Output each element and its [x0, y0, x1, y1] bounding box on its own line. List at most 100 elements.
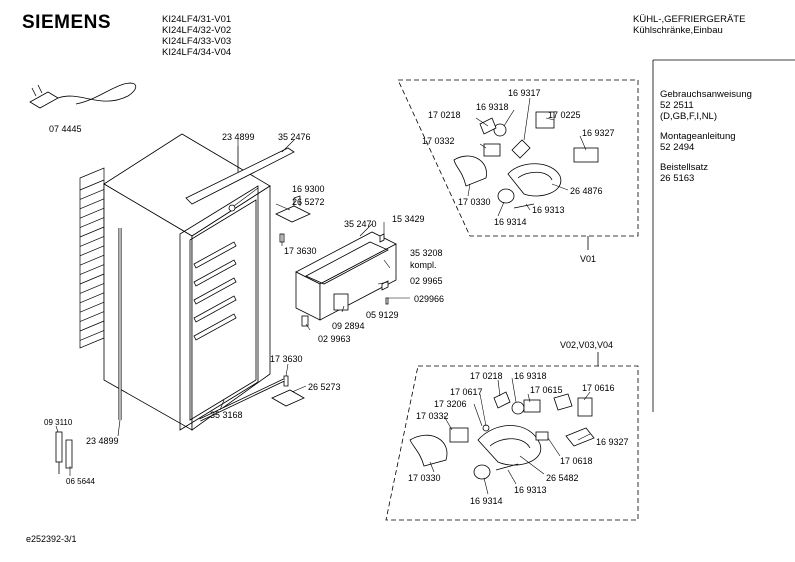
kit-label: Beistellsatz [660, 162, 709, 173]
model-number: KI24LF4/32-V02 [162, 25, 232, 36]
lower-hinge [271, 375, 305, 407]
part-label: 17 0332 [416, 411, 449, 421]
coil-line [79, 236, 105, 247]
part-label: 17 3206 [434, 399, 467, 409]
manual-label: Gebrauchsanweisung [660, 89, 752, 100]
coil-line [79, 245, 105, 257]
top-hinge-rail [185, 146, 295, 205]
light-assembly-v02-v04 [409, 391, 595, 480]
part-label: 17 3630 [270, 354, 303, 364]
part-label: 17 0618 [560, 456, 593, 466]
part-label: 17 0616 [582, 383, 615, 393]
part-label: 16 9318 [476, 102, 509, 112]
part-label: 17 3630 [284, 246, 317, 256]
upper-hinge [275, 195, 311, 223]
coil-line [79, 320, 105, 332]
product-category: KÜHL-,GEFRIERGERÄTE Kühlschränke,Einbau [633, 14, 745, 36]
coil-line [79, 189, 105, 200]
part-label: 26 5272 [292, 197, 325, 207]
part-label: 35 2470 [344, 219, 377, 229]
leader-lines [55, 97, 591, 495]
part-label: 23 4899 [86, 436, 119, 446]
part-label: 17 0225 [548, 110, 581, 120]
model-number: KI24LF4/33-V03 [162, 36, 232, 47]
power-cord [29, 82, 137, 109]
part-label: 35 3168 [210, 410, 243, 420]
door-panel [295, 231, 397, 327]
bottom-strip-inner [199, 379, 285, 421]
coil-line [79, 207, 105, 219]
variant-box-v02-v04 [385, 365, 639, 521]
shelf [193, 241, 237, 269]
document-list: Gebrauchsanweisung 52 2511 (D,GB,F,I,NL)… [660, 89, 752, 184]
category-line: KÜHL-,GEFRIERGERÄTE [633, 14, 746, 25]
part-label: 07 4445 [49, 124, 82, 134]
coil-line [79, 264, 105, 275]
part-label: 26 5482 [546, 473, 579, 483]
part-label: 05 9129 [366, 310, 399, 320]
light-assembly-v01 [453, 111, 599, 209]
shelf [193, 259, 237, 287]
kit-number: 26 5163 [660, 173, 695, 184]
manual-number: 52 2511 [660, 100, 694, 111]
part-label: 17 0330 [458, 197, 491, 207]
category-line: Kühlschränke,Einbau [633, 25, 723, 36]
part-label: 17 0332 [422, 136, 455, 146]
part-label: 09 3110 [44, 418, 73, 427]
part-label: 16 9313 [514, 485, 547, 495]
part-label: 17 0615 [530, 385, 563, 395]
manual-languages: (D,GB,F,I,NL) [660, 111, 718, 122]
coil-line [79, 198, 105, 210]
brand-logo: SIEMENS [22, 12, 112, 33]
wire-harness [55, 431, 73, 474]
part-label: kompl. [410, 260, 437, 270]
part-label: 06 5644 [66, 477, 95, 486]
condenser-coil [79, 167, 105, 349]
model-number: KI24LF4/31-V01 [162, 14, 232, 25]
coil-line [79, 292, 105, 304]
part-label: 17 0617 [450, 387, 483, 397]
part-label: 26 4876 [570, 186, 603, 196]
part-label: 16 9300 [292, 184, 325, 194]
coil-line [79, 311, 105, 322]
coil-line [79, 226, 105, 238]
part-label: 02 9963 [318, 334, 351, 344]
coil-line [79, 301, 105, 313]
shelf [193, 295, 237, 323]
part-label: 17 0330 [408, 473, 441, 483]
part-label: 35 3208 [410, 248, 443, 258]
fridge-cabinet [103, 133, 271, 431]
variant-box-v01 [397, 79, 639, 237]
shelf [193, 277, 237, 305]
install-number: 52 2494 [660, 142, 695, 153]
model-number: KI24LF4/34-V04 [162, 47, 232, 58]
part-label: 17 0218 [470, 371, 503, 381]
thermostat-knob [228, 204, 236, 212]
coil-line [79, 330, 105, 341]
part-label: 35 2476 [278, 132, 311, 142]
install-label: Montageanleitung [660, 131, 736, 142]
part-labels: 07 4445 23 4899 35 2476 16 9300 26 5272 … [44, 88, 629, 506]
part-label: 16 9313 [532, 205, 565, 215]
part-label: 26 5273 [308, 382, 341, 392]
coil-line [79, 179, 105, 191]
part-label: 16 9314 [470, 496, 503, 506]
part-label: 16 9318 [514, 371, 547, 381]
coil-line [79, 283, 105, 294]
part-label: 09 2894 [332, 321, 365, 331]
part-label: 02 9965 [410, 276, 443, 286]
coil-line [79, 273, 105, 285]
part-label: 16 9327 [596, 437, 629, 447]
variant-label: V01 [580, 254, 596, 264]
shelf [193, 313, 237, 341]
part-label: 23 4899 [222, 132, 255, 142]
variant-label: V02,V03,V04 [560, 340, 613, 350]
part-label: 16 9327 [582, 128, 615, 138]
part-label: 17 0218 [428, 110, 461, 120]
part-label: 15 3429 [392, 214, 425, 224]
part-label: 029966 [414, 294, 444, 304]
part-label: 16 9317 [508, 88, 541, 98]
model-list: KI24LF4/31-V01 KI24LF4/32-V02 KI24LF4/33… [162, 14, 231, 58]
coil-line [79, 217, 105, 228]
